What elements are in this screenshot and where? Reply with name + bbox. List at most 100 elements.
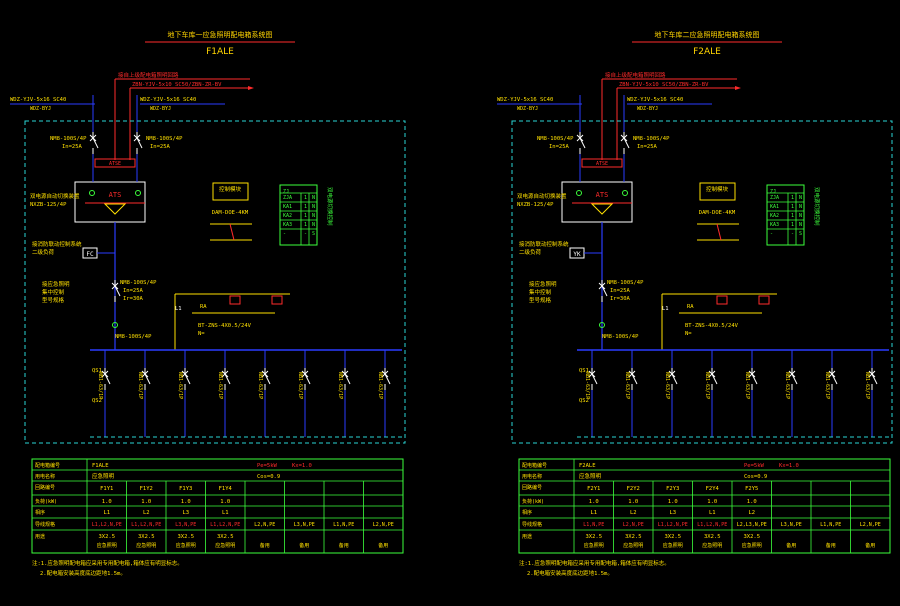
panel-code: F1ALE bbox=[206, 47, 234, 57]
branch-circuit[interactable]: NB1-63/1P bbox=[744, 350, 758, 437]
incoming-cable-b-sub: WDZ-BYJ bbox=[637, 106, 658, 112]
circuit-table-row-label: 用电名称 bbox=[35, 473, 55, 480]
branch-breaker[interactable] bbox=[261, 368, 271, 390]
relay-table-cell-c: N bbox=[799, 195, 802, 201]
downstream-breaker[interactable] bbox=[111, 280, 121, 302]
branch-qs1-label: QS1 bbox=[579, 368, 589, 374]
relay-table-side-label: 双电源切换控制 bbox=[813, 187, 821, 226]
branch-circuit[interactable]: NB1-63/1P bbox=[137, 350, 151, 437]
relay-table-cell-c: N bbox=[312, 195, 315, 201]
branch-circuit[interactable]: NB1-63/1P bbox=[584, 350, 598, 437]
branch-circuit[interactable]: NB1-63/1P bbox=[784, 350, 798, 437]
circuit-wire: 3X2.5 bbox=[625, 534, 642, 540]
circuit-table-header-value-1: F2ALE bbox=[579, 463, 596, 469]
branch-breaker[interactable] bbox=[748, 368, 758, 390]
branch-circuit[interactable]: NB1-63/1P bbox=[624, 350, 638, 437]
breaker-cross-b bbox=[341, 370, 349, 378]
main-breaker-b[interactable] bbox=[133, 132, 143, 154]
circuit-phase: L1 bbox=[222, 510, 229, 516]
branch-circuit[interactable]: NB1-63/1P bbox=[97, 350, 111, 437]
relay-table-cell-a: KA2 bbox=[283, 213, 292, 219]
ats-desc-1: 双电源自动切换装置 bbox=[30, 192, 80, 200]
aux-relay-ka bbox=[229, 295, 241, 305]
main-breaker-b[interactable] bbox=[620, 132, 630, 154]
branch-breaker[interactable] bbox=[301, 368, 311, 390]
branch-circuit[interactable]: NB1-63/1P bbox=[177, 350, 191, 437]
breaker-blade bbox=[136, 137, 143, 149]
circuit-wire: 3X2.5 bbox=[138, 534, 155, 540]
branch-breaker[interactable] bbox=[221, 368, 231, 390]
circuit-phase: L2 bbox=[748, 510, 755, 516]
branch-breaker[interactable] bbox=[141, 368, 151, 390]
branch-breaker[interactable] bbox=[788, 368, 798, 390]
circuit-table-row-label: 用途 bbox=[35, 533, 45, 540]
branch-circuit[interactable]: NB1-63/1P bbox=[864, 350, 878, 437]
circuit-no: F1Y1 bbox=[100, 486, 113, 492]
branch-breaker[interactable] bbox=[181, 368, 191, 390]
aux-relay-km bbox=[758, 295, 770, 305]
circuit-table-row-label: 配电箱编号 bbox=[35, 462, 60, 469]
branch-breaker[interactable] bbox=[588, 368, 598, 390]
busbar-breaker-label: NM8-100S/4P bbox=[115, 334, 152, 340]
ats-switch-triangle bbox=[590, 203, 614, 215]
branch-circuit[interactable]: NB1-63/1P bbox=[824, 350, 838, 437]
circuit-wire: 3X2.5 bbox=[704, 534, 721, 540]
circuit-table[interactable]: 配电箱编号用电名称回路编号负荷(kW)相序导线规格用途F2ALE应急照明Pe=5… bbox=[518, 458, 891, 554]
circuit-no: F1Y4 bbox=[219, 486, 233, 492]
circuit-wire: 3X2.5 bbox=[585, 534, 602, 540]
branch-breaker[interactable] bbox=[381, 368, 391, 390]
branch-circuit[interactable]: NB1-63/1P bbox=[337, 350, 351, 437]
panel-right-diagram[interactable]: 地下车库二应急照明配电箱系统图F2ALE接自上级配电箱照明回路ZBN-YJV-5… bbox=[497, 30, 893, 577]
branch-circuit[interactable]: NB1-63/1P bbox=[257, 350, 271, 437]
branch-breaker[interactable] bbox=[668, 368, 678, 390]
breaker-blade bbox=[344, 373, 351, 385]
busbar-contact bbox=[112, 322, 118, 328]
branch-breaker[interactable] bbox=[828, 368, 838, 390]
circuit-table-header-value-1: F1ALE bbox=[92, 463, 109, 469]
circuit-use: 备用 bbox=[786, 542, 796, 549]
feed-text-1: 接自上级配电箱照明回路 bbox=[605, 71, 666, 79]
circuit-no: F2Y4 bbox=[706, 486, 720, 492]
circuit-cable: L1,N,PE bbox=[820, 522, 841, 528]
branch-circuit[interactable]: NB1-63/1P bbox=[704, 350, 718, 437]
branch-breaker[interactable] bbox=[341, 368, 351, 390]
breaker-cross-b bbox=[828, 370, 836, 378]
circuit-use: 应急照明 bbox=[136, 542, 156, 549]
circuit-use: 应急照明 bbox=[584, 542, 604, 549]
circuit-load: 1.0 bbox=[220, 499, 230, 505]
branch-circuit[interactable]: NB1-63/1P bbox=[217, 350, 231, 437]
breaker-blade bbox=[144, 373, 151, 385]
breaker-blade bbox=[114, 285, 121, 297]
incoming-cable-a-sub: WDZ-BYJ bbox=[517, 106, 538, 112]
footnote-2: 2.配电箱安装高度底边距地1.5m。 bbox=[527, 569, 613, 577]
circuit-table[interactable]: 配电箱编号用电名称回路编号负荷(kW)相序导线规格用途F1ALE应急照明Pe=5… bbox=[31, 458, 404, 554]
branch-breaker[interactable] bbox=[628, 368, 638, 390]
panel-title: 地下车库二应急照明配电箱系统图 bbox=[655, 30, 760, 39]
main-breaker-a-rating: In=25A bbox=[549, 144, 570, 150]
main-breaker-a[interactable] bbox=[576, 132, 586, 154]
relay-table-cell-b: 1 bbox=[304, 213, 307, 219]
aux-desc-2: N= bbox=[685, 331, 692, 337]
breaker-blade bbox=[184, 373, 191, 385]
enclosure-frame bbox=[24, 120, 406, 444]
branch-circuit[interactable]: NB1-63/1P bbox=[377, 350, 391, 437]
relay-table-cell-c: N bbox=[312, 204, 315, 210]
enclosure-frame bbox=[511, 120, 893, 444]
circuit-cable: L2,L3,N,PE bbox=[737, 522, 767, 528]
incoming-cable-b-sub: WDZ-BYJ bbox=[150, 106, 171, 112]
main-breaker-a[interactable] bbox=[89, 132, 99, 154]
branch-breaker[interactable] bbox=[868, 368, 878, 390]
relay-table-cell-a: KA3 bbox=[283, 222, 292, 228]
incoming-cable-b-label: WDZ-YJV-5x16 SC40 bbox=[627, 97, 683, 103]
branch-circuit[interactable]: NB1-63/1P bbox=[664, 350, 678, 437]
branch-breaker[interactable] bbox=[101, 368, 111, 390]
ats-switch-triangle bbox=[103, 203, 127, 215]
main-breaker-b-label: NM8-100S/4P bbox=[146, 136, 183, 142]
relay-table-cell-a: KA3 bbox=[770, 222, 779, 228]
breaker-blade bbox=[831, 373, 838, 385]
branch-breaker[interactable] bbox=[708, 368, 718, 390]
panel-left-diagram[interactable]: 地下车库一应急照明配电箱系统图F1ALE接自上级配电箱照明回路ZBN-YJV-5… bbox=[10, 30, 406, 577]
branch-circuit[interactable]: NB1-63/1P bbox=[297, 350, 311, 437]
downstream-breaker[interactable] bbox=[598, 280, 608, 302]
breaker-cross-b bbox=[141, 370, 149, 378]
